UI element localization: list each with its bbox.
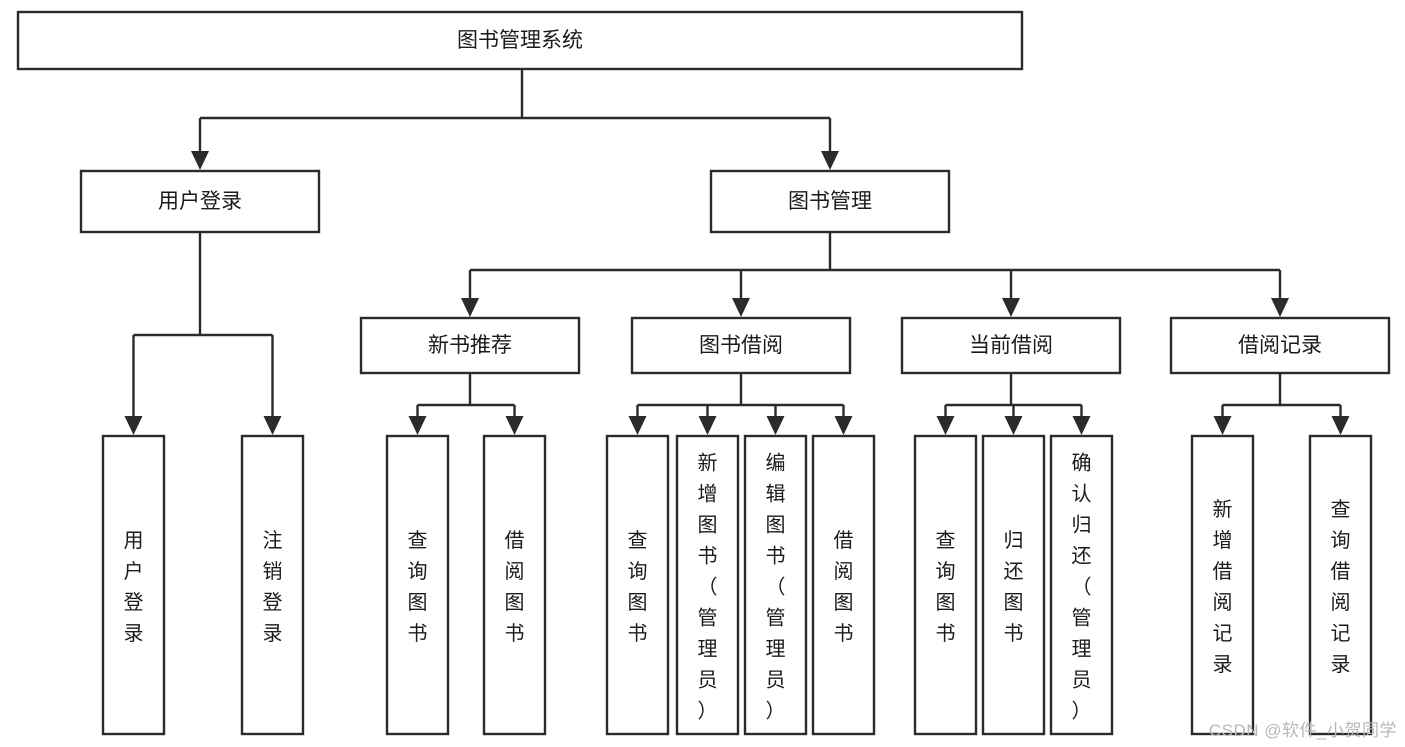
node-r2[interactable]: 查询借阅记录 [1308,434,1373,736]
node-c2[interactable]: 归还图书 [981,434,1046,736]
node-label: 编辑图书（管理员） [766,452,786,723]
node-label: 图书借阅 [699,334,783,357]
node-label: 注销登录 [263,529,283,645]
node-box [605,434,670,736]
node-box [981,434,1046,736]
arrow-head-icon [1331,416,1350,435]
node-box [240,434,305,736]
node-box [101,434,166,736]
node-label: 用户登录 [124,530,144,645]
arrow-head-icon [124,416,143,435]
node-box [1049,434,1114,736]
node-u1[interactable]: 用户登录 [101,434,166,736]
arrow-head-icon [191,151,209,170]
arrow-head-icon [732,298,750,317]
node-label: 借阅图书 [834,529,854,645]
node-box [1169,316,1391,375]
arrow-head-icon [1002,298,1020,317]
node-label: 当前借阅 [969,334,1053,357]
node-l2d[interactable]: 借阅记录 [1169,316,1391,375]
arrow-head-icon [1271,298,1289,317]
node-label: 新增借阅记录 [1213,498,1233,676]
node-box [709,169,951,234]
node-root[interactable]: 图书管理系统 [16,10,1024,71]
node-l2a[interactable]: 新书推荐 [359,316,581,375]
node-label: 用户登录 [158,190,242,213]
node-label: 确认归还（管理员） [1072,452,1092,723]
node-box [630,316,852,375]
arrow-head-icon [1004,416,1023,435]
node-layer: 图书管理系统用户登录图书管理新书推荐图书借阅当前借阅借阅记录用户登录注销登录查询… [16,10,1391,736]
arrow-head-icon [1213,416,1232,435]
node-r1[interactable]: 新增借阅记录 [1190,434,1255,736]
arrow-head-icon [1072,416,1091,435]
node-label: 新书推荐 [428,334,512,357]
arrow-head-icon [766,416,785,435]
node-label: 查询图书 [936,529,956,645]
node-n1[interactable]: 查询图书 [385,434,450,736]
node-c3[interactable]: 确认归还（管理员） [1049,434,1114,736]
node-box [385,434,450,736]
node-b4[interactable]: 借阅图书 [811,434,876,736]
node-label: 查询图书 [408,529,428,645]
node-label: 新增图书（管理员） [698,452,718,723]
node-b2[interactable]: 新增图书（管理员） [675,434,740,736]
arrow-head-icon [698,416,717,435]
connector-layer [124,69,1350,435]
node-box [900,316,1122,375]
node-l2c[interactable]: 当前借阅 [900,316,1122,375]
arrow-head-icon [834,416,853,435]
node-box [743,434,808,736]
node-l1b[interactable]: 图书管理 [709,169,951,234]
watermark-text: CSDN @软件_小贺同学 [1208,721,1397,740]
node-label: 借阅记录 [1238,334,1322,357]
node-box [913,434,978,736]
arrow-head-icon [263,416,282,435]
node-b1[interactable]: 查询图书 [605,434,670,736]
node-label: 归还图书 [1004,529,1024,645]
node-c1[interactable]: 查询图书 [913,434,978,736]
node-box [1308,434,1373,736]
node-box [359,316,581,375]
node-u2[interactable]: 注销登录 [240,434,305,736]
arrow-head-icon [628,416,647,435]
node-l1a[interactable]: 用户登录 [79,169,321,234]
arrow-head-icon [461,298,479,317]
node-box [675,434,740,736]
arrow-head-icon [821,151,839,170]
node-label: 图书管理系统 [457,29,583,52]
arrow-head-icon [936,416,955,435]
node-box [482,434,547,736]
arrow-head-icon [408,416,427,435]
arrow-head-icon [505,416,524,435]
node-label: 图书管理 [788,190,872,213]
node-box [811,434,876,736]
node-label: 查询借阅记录 [1331,498,1351,676]
node-box [16,10,1024,71]
node-box [79,169,321,234]
node-label: 借阅图书 [505,529,525,645]
node-l2b[interactable]: 图书借阅 [630,316,852,375]
node-n2[interactable]: 借阅图书 [482,434,547,736]
node-b3[interactable]: 编辑图书（管理员） [743,434,808,736]
node-box [1190,434,1255,736]
node-label: 查询图书 [628,529,648,645]
